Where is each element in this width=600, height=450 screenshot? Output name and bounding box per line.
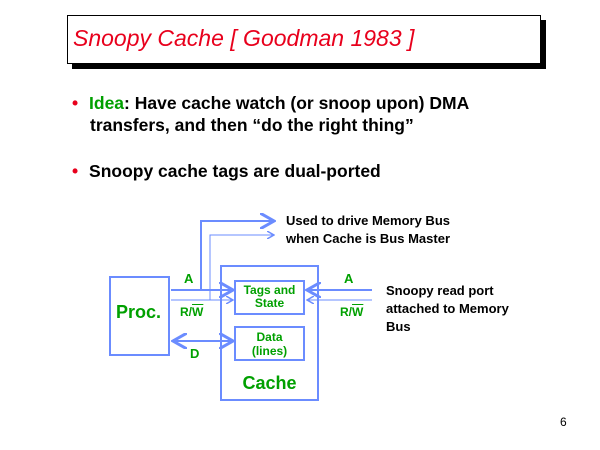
title-box: [67, 15, 541, 64]
note-top-1: Used to drive Memory Bus: [286, 213, 450, 228]
note-top-2: when Cache is Bus Master: [286, 231, 450, 246]
rw-bus-line: [209, 235, 274, 300]
slide-title: Snoopy Cache [ Goodman 1983 ]: [73, 25, 415, 51]
d-label: D: [190, 346, 200, 361]
a-right-label: A: [344, 271, 354, 286]
bullet-dot: •: [72, 161, 79, 181]
snoop-note-2: attached to Memory: [386, 301, 509, 316]
data-label: Data(lines): [251, 330, 288, 358]
snoop-note-3: Bus: [386, 319, 411, 334]
bullet-dot: •: [72, 93, 79, 113]
bullet-2: • Snoopy cache tags are dual-ported: [72, 160, 381, 182]
data-box: [234, 326, 305, 361]
snoop-note-1: Snoopy read port: [386, 283, 494, 298]
proc-box: [109, 276, 170, 356]
bullet-text-cont: transfers, and then “do the right thing”: [90, 115, 414, 135]
a-left-label: A: [184, 271, 194, 286]
bullet-text: Snoopy cache tags are dual-ported: [89, 161, 381, 181]
bullet-highlight: Idea: [89, 93, 125, 113]
bullet-text: : Have cache watch (or snoop upon) DMA: [124, 93, 470, 113]
bullet-1: • Idea: Have cache watch (or snoop upon)…: [72, 92, 469, 136]
page-number: 6: [560, 415, 567, 429]
rw-left-label: R/W: [180, 305, 204, 319]
tags-box: [234, 280, 305, 315]
cache-label: Cache: [242, 373, 297, 393]
a-bus-line: [200, 221, 274, 290]
rw-right-label: R/W: [340, 305, 364, 319]
proc-label: Proc.: [116, 302, 162, 322]
